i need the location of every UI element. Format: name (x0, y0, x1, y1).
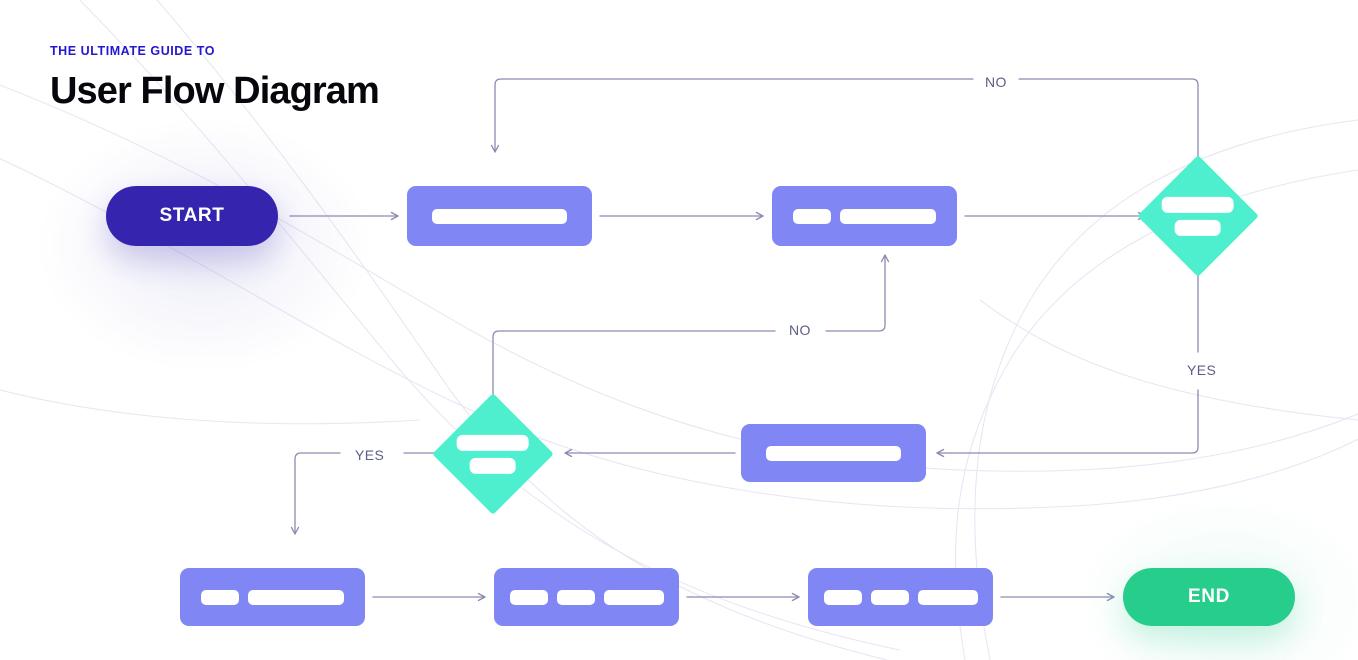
node-process-3[interactable] (741, 424, 926, 482)
placeholder-bar (201, 589, 239, 605)
edge-decision1-no-seg-a (1018, 78, 1199, 169)
placeholder-bar (457, 434, 529, 451)
node-start-label: START (159, 205, 225, 226)
edge-label-no-middle: NO (782, 322, 818, 338)
placeholder-bar (840, 208, 936, 224)
header-kicker: THE ULTIMATE GUIDE TO (50, 44, 216, 58)
placeholder-bar (870, 589, 909, 605)
edge-label-no-top: NO (978, 74, 1014, 90)
edge-decision2-no-seg-a (492, 330, 776, 409)
node-process-5[interactable] (494, 568, 679, 626)
edge-decision1-yes-seg-b (936, 389, 1199, 458)
placeholder-bar (917, 589, 978, 605)
node-process-2[interactable] (772, 186, 957, 246)
edge-label-yes-right: YES (1180, 362, 1224, 378)
node-process-1[interactable] (407, 186, 592, 246)
placeholder-bar (1162, 196, 1234, 213)
edge-decision2-no-seg-b (825, 254, 890, 332)
placeholder-bar (509, 589, 548, 605)
node-process-4[interactable] (180, 568, 365, 626)
header: THE ULTIMATE GUIDE TO User Flow Diagram (50, 44, 380, 113)
node-decision-2-content (457, 434, 529, 474)
edge-label-yes-left: YES (348, 447, 392, 463)
placeholder-bar (823, 589, 862, 605)
page-title: User Flow Diagram (50, 70, 380, 112)
node-end-label: END (1188, 586, 1230, 607)
placeholder-bar (603, 589, 664, 605)
edge-decision2-yes-seg-b (290, 452, 341, 535)
placeholder-bar (432, 208, 567, 224)
placeholder-bar (470, 457, 516, 474)
edge-decision1-no-seg-b (490, 78, 974, 153)
placeholder-bar (556, 589, 595, 605)
placeholder-bar (248, 589, 344, 605)
node-process-6[interactable] (808, 568, 993, 626)
placeholder-bar (1175, 219, 1221, 236)
placeholder-bar (766, 445, 901, 461)
node-decision-1-content (1162, 196, 1234, 236)
node-start[interactable]: START (106, 186, 278, 246)
node-end[interactable]: END (1123, 568, 1295, 626)
placeholder-bar (793, 208, 831, 224)
